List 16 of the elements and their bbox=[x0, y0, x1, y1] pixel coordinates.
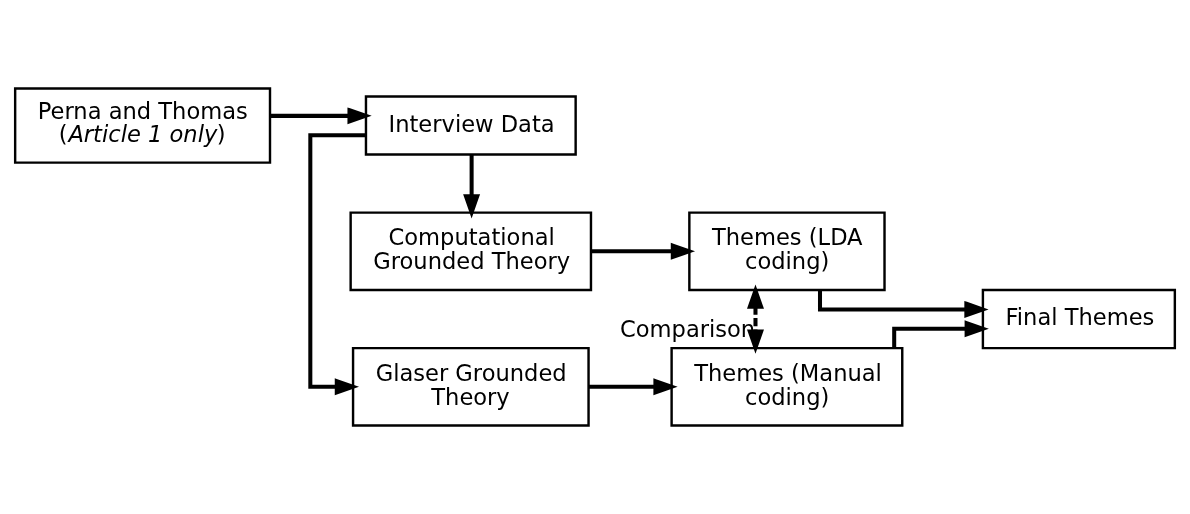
node-box: Perna and Thomas (Article 1 only) bbox=[13, 87, 272, 164]
arrow bbox=[747, 284, 764, 354]
arrow bbox=[270, 107, 372, 125]
arrow bbox=[892, 320, 989, 348]
node-box: Glaser Grounded Theory bbox=[351, 346, 590, 427]
arrow bbox=[308, 133, 366, 396]
edge-label: Comparison bbox=[620, 316, 756, 343]
node-box: Final Themes bbox=[981, 288, 1177, 350]
arrow bbox=[591, 242, 696, 260]
node-box: Themes (Manual coding) bbox=[670, 346, 904, 427]
arrow bbox=[463, 154, 481, 219]
node-box: Themes (LDA coding) bbox=[688, 211, 886, 292]
node-box: Interview Data bbox=[364, 95, 577, 156]
arrow bbox=[588, 378, 678, 396]
node-box: Computational Grounded Theory bbox=[349, 211, 593, 292]
arrow bbox=[818, 290, 989, 318]
